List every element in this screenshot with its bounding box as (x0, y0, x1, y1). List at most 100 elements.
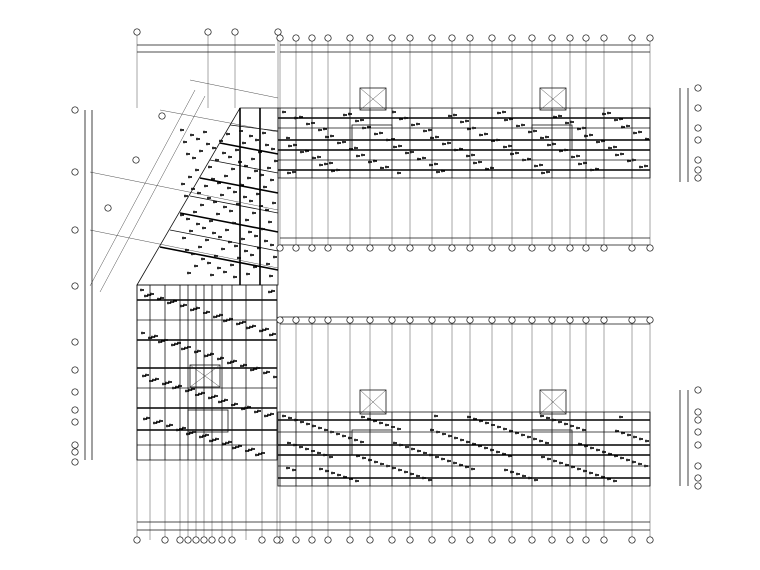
axis-bubble (366, 536, 374, 544)
top-dimension-lines (137, 44, 650, 53)
axis-bubble (694, 482, 702, 490)
axis-bubble (366, 244, 374, 252)
axis-bubble (218, 536, 226, 544)
axis-bubble (694, 84, 702, 92)
axis-bubble (366, 316, 374, 324)
axis-bubble (600, 316, 608, 324)
axis-bubble (488, 34, 496, 42)
axis-bubble (600, 34, 608, 42)
axis-bubble (600, 244, 608, 252)
axis-bubble (273, 536, 281, 544)
axis-bubble (308, 244, 316, 252)
axis-bubble (200, 536, 208, 544)
axis-bubble (466, 316, 474, 324)
axis-bubble (628, 316, 636, 324)
axis-bubble (292, 34, 300, 42)
axis-bubble (566, 536, 574, 544)
rebar-annotations (140, 110, 649, 483)
axis-bubble (324, 316, 332, 324)
axis-bubble (508, 316, 516, 324)
wing-grid-lines (136, 32, 651, 540)
axis-bubble (694, 104, 702, 112)
axis-bubble (292, 536, 300, 544)
left-dimension-lines (84, 110, 93, 460)
axis-bubble (324, 536, 332, 544)
axis-bubble (646, 536, 654, 544)
axis-bubble (308, 536, 316, 544)
axis-bubble (228, 536, 236, 544)
axis-bubble (71, 338, 79, 346)
axis-bubble (406, 244, 414, 252)
axis-bubble (488, 244, 496, 252)
axis-bubble (508, 536, 516, 544)
axis-bubble (694, 416, 702, 424)
axis-bubble (346, 244, 354, 252)
axis-bubble (646, 316, 654, 324)
axis-bubble (548, 34, 556, 42)
axis-bubble (528, 536, 536, 544)
axis-bubble (324, 244, 332, 252)
axis-bubble (528, 316, 536, 324)
axis-bubble (104, 204, 112, 212)
axis-bubble (204, 28, 212, 36)
axis-bubble (548, 316, 556, 324)
axis-bubble (258, 536, 266, 544)
axis-bubble (582, 536, 590, 544)
axis-bubble (448, 316, 456, 324)
axis-bubble (276, 34, 284, 42)
axis-bubble (694, 166, 702, 174)
axis-bubble (694, 462, 702, 470)
axis-bubble (346, 34, 354, 42)
axis-bubble (184, 536, 192, 544)
axis-bubble (308, 316, 316, 324)
axis-bubble (600, 536, 608, 544)
axis-bubble (548, 536, 556, 544)
axis-bubble (388, 536, 396, 544)
axis-bubble (694, 124, 702, 132)
axis-bubble (406, 536, 414, 544)
axis-bubble (406, 316, 414, 324)
axis-bubble (448, 34, 456, 42)
grid-bubbles (71, 28, 702, 544)
axis-bubble (566, 34, 574, 42)
axis-bubble (694, 474, 702, 482)
diagonal-grid-axes (89, 79, 279, 293)
axis-bubble (428, 244, 436, 252)
axis-bubble (158, 112, 166, 120)
axis-bubble (582, 244, 590, 252)
axis-bubble (292, 244, 300, 252)
axis-bubble (274, 28, 282, 36)
axis-bubble (566, 244, 574, 252)
axis-bubble (71, 366, 79, 374)
axis-bubble (466, 536, 474, 544)
axis-bubble (694, 408, 702, 416)
axis-bubble (646, 34, 654, 42)
axis-bubble (71, 226, 79, 234)
axis-bubble (528, 244, 536, 252)
axis-bubble (292, 316, 300, 324)
axis-bubble (161, 536, 169, 544)
axis-bubble (694, 428, 702, 436)
axis-bubble (428, 316, 436, 324)
axis-bubble (324, 34, 332, 42)
bottom-dimension-lines (137, 237, 650, 531)
axis-bubble (582, 34, 590, 42)
axis-bubble (566, 316, 574, 324)
axis-bubble (71, 168, 79, 176)
axis-bubble (132, 156, 140, 164)
axis-bubble (208, 536, 216, 544)
axis-bubble (388, 316, 396, 324)
axis-bubble (71, 458, 79, 466)
upper-wing (277, 87, 651, 179)
axis-bubble (346, 536, 354, 544)
axis-bubble (71, 418, 79, 426)
axis-bubble (466, 34, 474, 42)
axis-bubble (628, 244, 636, 252)
axis-bubble (548, 244, 556, 252)
lower-wing (277, 389, 651, 487)
axis-bubble (71, 106, 79, 114)
axis-bubble (346, 316, 354, 324)
axis-bubble (428, 536, 436, 544)
axis-bubble (582, 316, 590, 324)
axis-bubble (488, 316, 496, 324)
